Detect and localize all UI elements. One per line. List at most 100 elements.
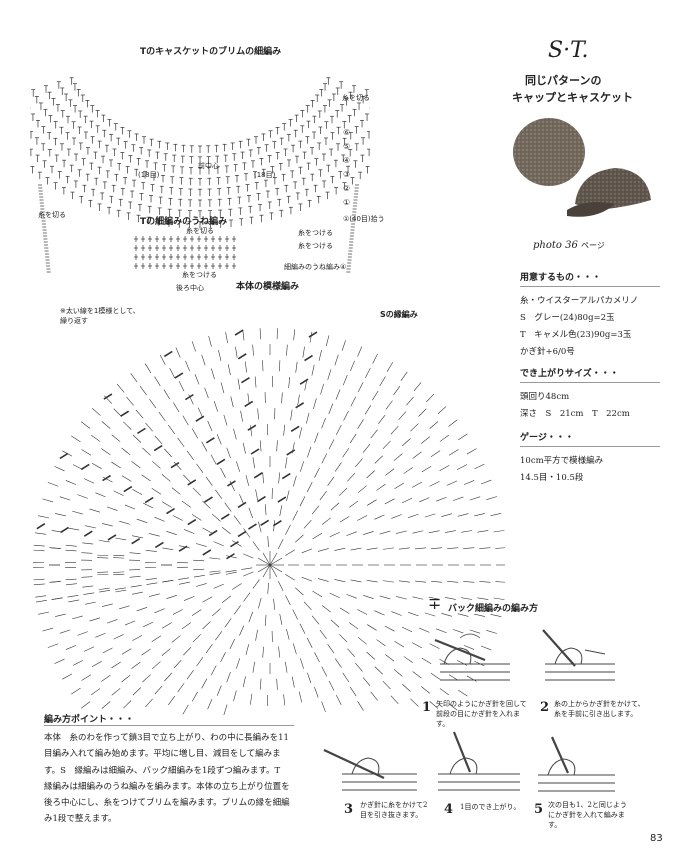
stitch-mark bbox=[393, 453, 403, 461]
stitch-mark bbox=[120, 410, 130, 417]
stitch-mark bbox=[250, 693, 253, 705]
stitch-mark bbox=[321, 418, 326, 429]
stitch-mark bbox=[400, 371, 408, 381]
stitch-mark bbox=[141, 474, 151, 482]
stitch-mark bbox=[47, 643, 59, 648]
stitch-mark bbox=[339, 634, 348, 643]
stitch-mark bbox=[113, 408, 122, 417]
stitch-mark bbox=[252, 661, 255, 673]
stitch-mark bbox=[342, 672, 350, 683]
stitch-mark bbox=[384, 625, 395, 632]
stitch-mark bbox=[463, 547, 475, 549]
stitch-mark bbox=[258, 521, 262, 533]
stitch-mark bbox=[91, 434, 101, 442]
stitch-mark bbox=[154, 516, 165, 522]
stitch-mark bbox=[412, 642, 422, 649]
stitch-mark bbox=[374, 514, 385, 520]
stitch-mark bbox=[428, 596, 440, 600]
stitch-mark bbox=[415, 580, 427, 583]
stitch-mark bbox=[401, 626, 413, 633]
stitch-mark bbox=[178, 577, 190, 580]
stitch-mark bbox=[83, 646, 95, 652]
stitch-mark bbox=[292, 609, 298, 620]
stitch-mark bbox=[461, 530, 473, 533]
stitch-mark bbox=[347, 648, 356, 657]
stitch-mark bbox=[49, 581, 61, 583]
stitch-mark bbox=[139, 386, 147, 396]
pattern-initials: S·T. bbox=[548, 38, 589, 63]
stitch-mark bbox=[35, 595, 47, 598]
stitch-mark bbox=[437, 406, 447, 414]
stitch-mark bbox=[252, 541, 260, 551]
stitch-mark bbox=[141, 648, 151, 656]
hook-line: かぎ針+6/0号 bbox=[520, 347, 575, 357]
brim-diagram-title: Tのキャスケットのブリムの細編み bbox=[140, 47, 282, 57]
stitch-mark bbox=[439, 434, 449, 442]
stitch-mark bbox=[60, 526, 69, 534]
stitch-mark bbox=[410, 698, 419, 707]
stitch-mark bbox=[257, 408, 259, 420]
stitch-mark bbox=[226, 553, 235, 560]
stitch-mark bbox=[290, 409, 293, 421]
stitch-mark bbox=[398, 411, 407, 420]
stitch-mark bbox=[441, 513, 452, 517]
stitch-mark bbox=[306, 482, 313, 493]
stitch-mark bbox=[285, 595, 291, 606]
stitch-mark bbox=[225, 555, 237, 559]
stitch-mark bbox=[298, 427, 303, 439]
stitch-mark bbox=[178, 581, 190, 585]
stitch-mark bbox=[269, 564, 283, 573]
stitch-mark bbox=[65, 549, 77, 552]
stitch-mark bbox=[59, 629, 71, 634]
stitch-mark bbox=[233, 428, 237, 440]
stitch-mark bbox=[178, 381, 185, 392]
stitch-mark bbox=[99, 590, 111, 593]
stitch-mark bbox=[71, 687, 81, 695]
step-5-illustration bbox=[538, 736, 615, 792]
stitch-mark bbox=[303, 520, 312, 529]
stitch-mark bbox=[458, 433, 468, 441]
stitch-mark bbox=[136, 427, 146, 435]
stitch-mark bbox=[301, 548, 313, 554]
gauge-line-1: 10cm平方で模様編み bbox=[520, 456, 604, 466]
stitch-mark bbox=[161, 648, 171, 656]
subtitle-line-2: キャップとキャスケット bbox=[512, 91, 633, 104]
stitch-mark bbox=[474, 613, 485, 617]
stitch-mark bbox=[463, 581, 475, 583]
stitch-mark bbox=[262, 552, 271, 566]
stitch-mark bbox=[177, 437, 185, 448]
stitch-mark bbox=[193, 559, 205, 562]
stitch-mark bbox=[312, 532, 323, 540]
step-2-illustration bbox=[542, 629, 615, 681]
stitch-mark bbox=[149, 398, 157, 409]
stitch-mark bbox=[111, 461, 121, 469]
brim-rows bbox=[30, 77, 370, 273]
stitch-mark bbox=[385, 654, 395, 662]
stitch-mark bbox=[350, 547, 362, 551]
stitch-mark bbox=[346, 531, 357, 536]
stitch-mark bbox=[410, 423, 419, 432]
stitch-mark bbox=[130, 585, 142, 588]
stitch-mark bbox=[329, 592, 340, 599]
stitch-mark bbox=[113, 634, 124, 640]
stitch-mark bbox=[267, 582, 269, 594]
stitch-mark bbox=[166, 594, 177, 599]
stitch-mark bbox=[186, 669, 194, 680]
stitch-mark bbox=[175, 347, 181, 358]
stitch-mark bbox=[223, 414, 228, 426]
stitch-mark bbox=[328, 680, 335, 691]
stitch-mark bbox=[357, 346, 363, 357]
stitch-mark bbox=[262, 564, 271, 578]
photo-ref-number: photo 36 bbox=[533, 240, 578, 251]
stitch-mark bbox=[172, 609, 183, 615]
stitch-mark bbox=[379, 376, 386, 387]
stitch-mark bbox=[286, 628, 290, 640]
stitch-mark bbox=[225, 571, 237, 575]
stitch-mark bbox=[334, 579, 346, 583]
stitch-mark bbox=[201, 678, 208, 689]
step-2-caption: 糸の上からかぎ針をかけて、糸を手前に引き出します。 bbox=[554, 700, 645, 718]
stitch-mark bbox=[126, 396, 134, 406]
stitch-mark bbox=[113, 571, 125, 573]
stitch-mark bbox=[334, 658, 342, 668]
stitch-mark bbox=[121, 674, 131, 683]
